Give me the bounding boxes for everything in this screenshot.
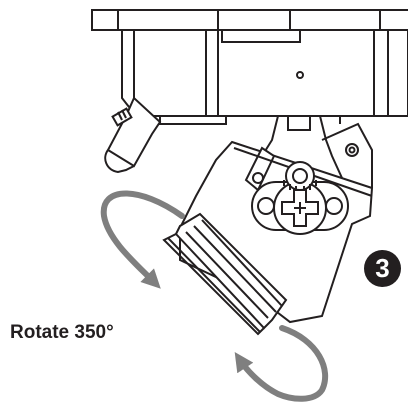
mount-bracket-body	[121, 29, 408, 125]
left-adjustment-arm	[104, 96, 162, 174]
rotation-caption: Rotate 350°	[10, 322, 114, 343]
step-number-badge: 3	[364, 250, 401, 287]
rotation-arrow-upper-left	[100, 190, 185, 289]
ceiling-mount-plate	[91, 9, 408, 31]
rotation-arrow-lower-right	[234, 325, 329, 402]
cross-knob-center-icon	[294, 202, 306, 214]
projector-front-panel	[162, 212, 288, 336]
